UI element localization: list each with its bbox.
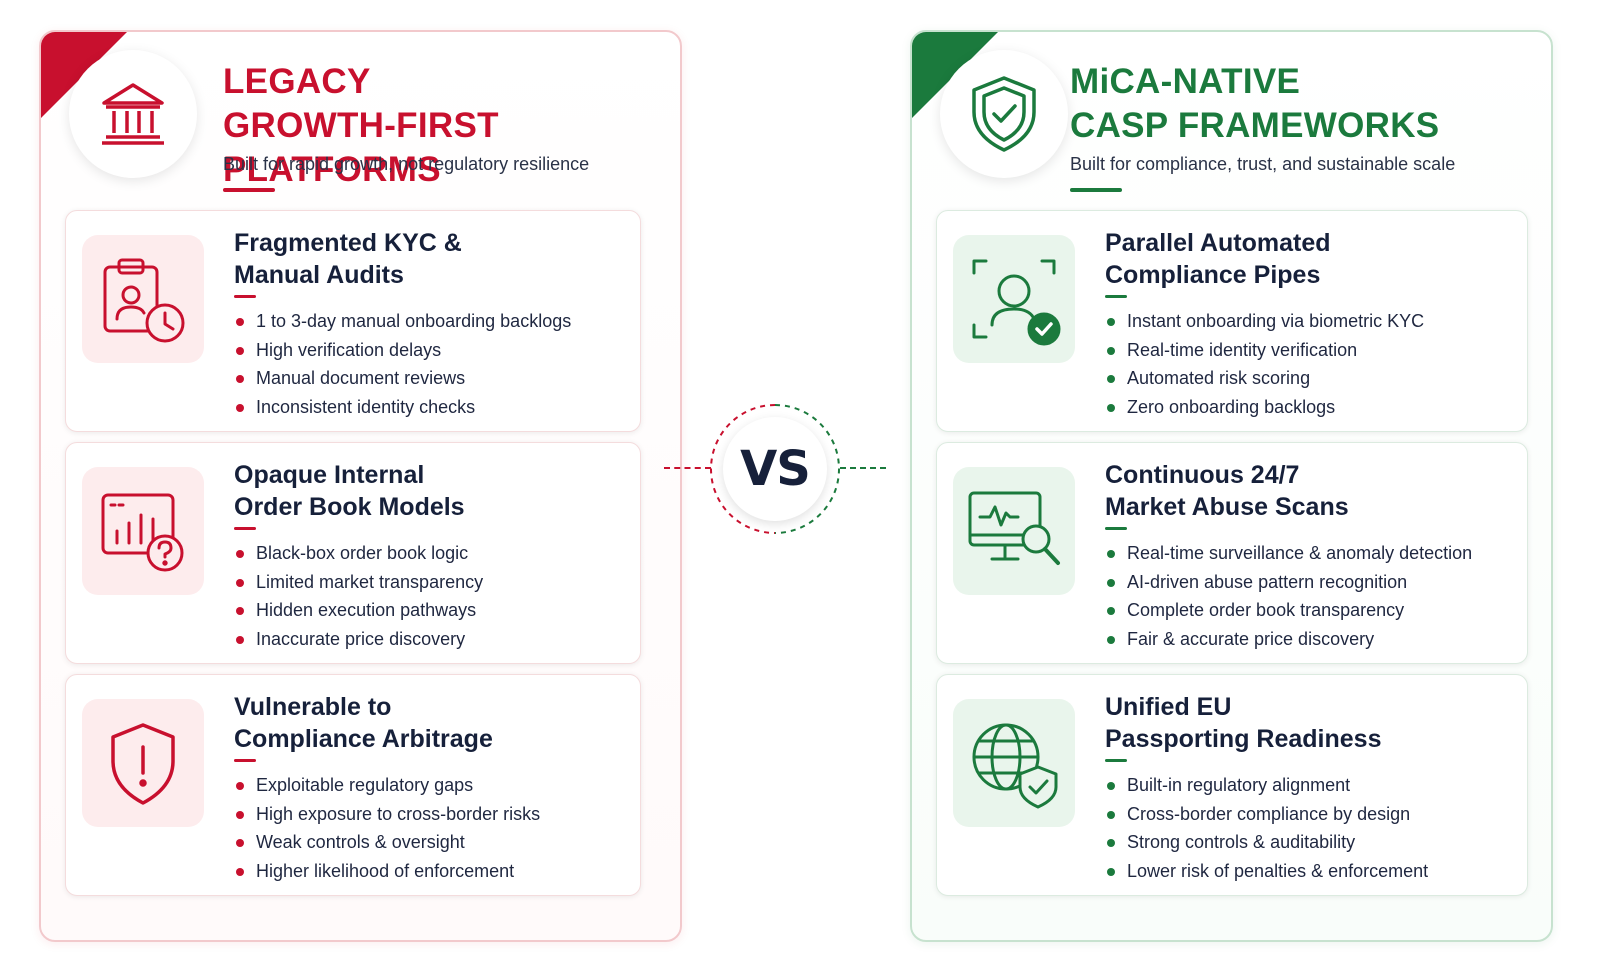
globe-shield-icon: [972, 723, 1058, 809]
card-title: Parallel Automated Compliance Pipes: [1105, 227, 1331, 291]
face-scan-check-icon: [972, 259, 1061, 346]
list-item: High exposure to cross-border risks: [234, 800, 540, 829]
bullet-list: Built-in regulatory alignment Cross-bord…: [1105, 771, 1428, 885]
list-item: Limited market transparency: [234, 568, 483, 597]
card-title: Unified EU Passporting Readiness: [1105, 691, 1381, 755]
list-item: Higher likelihood of enforcement: [234, 857, 540, 886]
card-title-line2: Compliance Pipes: [1105, 261, 1321, 289]
list-item: High verification delays: [234, 336, 571, 365]
feature-card-kyc: Fragmented KYC & Manual Audits 1 to 3-da…: [65, 210, 641, 432]
card-title-line1: Opaque Internal: [234, 461, 425, 489]
panel-title-line2: GROWTH-FIRST PLATFORMS: [223, 106, 499, 189]
title-underline: [223, 188, 275, 192]
list-item: Lower risk of penalties & enforcement: [1105, 857, 1428, 886]
bullet-list: Exploitable regulatory gaps High exposur…: [234, 771, 540, 885]
card-title: Opaque Internal Order Book Models: [234, 459, 465, 523]
card-title-line1: Vulnerable to: [234, 693, 392, 721]
list-item: Built-in regulatory alignment: [1105, 771, 1428, 800]
vs-label: VS: [740, 441, 811, 497]
list-item: Inaccurate price discovery: [234, 625, 483, 654]
connector-right: [840, 467, 886, 469]
legacy-panel: LEGACY GROWTH-FIRST PLATFORMS Built for …: [39, 30, 682, 942]
bank-building-icon: [102, 83, 164, 145]
list-item: Automated risk scoring: [1105, 364, 1424, 393]
feature-card-order-book: Opaque Internal Order Book Models Black-…: [65, 442, 641, 664]
card-title: Continuous 24/7 Market Abuse Scans: [1105, 459, 1349, 523]
header-icon-circle: [940, 50, 1068, 178]
card-title: Vulnerable to Compliance Arbitrage: [234, 691, 493, 755]
feature-card-passporting: Unified EU Passporting Readiness Built-i…: [936, 674, 1528, 896]
list-item: 1 to 3-day manual onboarding backlogs: [234, 307, 571, 336]
card-icon-box: [953, 467, 1075, 595]
panel-title: LEGACY GROWTH-FIRST PLATFORMS: [223, 60, 680, 192]
chart-question-icon: [101, 493, 184, 572]
feature-card-arbitrage: Vulnerable to Compliance Arbitrage Explo…: [65, 674, 641, 896]
monitor-search-icon: [968, 491, 1060, 565]
list-item: Cross-border compliance by design: [1105, 800, 1428, 829]
list-item: Real-time identity verification: [1105, 336, 1424, 365]
title-underline: [1070, 188, 1122, 192]
shield-check-icon: [972, 76, 1036, 152]
card-underline: [1105, 527, 1127, 530]
card-underline: [1105, 759, 1127, 762]
bullet-list: Real-time surveillance & anomaly detecti…: [1105, 539, 1472, 653]
card-title-line1: Parallel Automated: [1105, 229, 1331, 257]
panel-subtitle: Built for compliance, trust, and sustain…: [1070, 154, 1456, 174]
list-item: Zero onboarding backlogs: [1105, 393, 1424, 422]
vs-dashed-ring: [710, 404, 840, 534]
list-item: Real-time surveillance & anomaly detecti…: [1105, 539, 1472, 568]
card-icon-box: [82, 699, 204, 827]
vs-badge: VS: [709, 403, 841, 535]
panel-subtitle: Built for rapid growth, not regulatory r…: [223, 154, 590, 174]
list-item: Black-box order book logic: [234, 539, 483, 568]
bullet-list: Black-box order book logic Limited marke…: [234, 539, 483, 653]
card-title-line1: Fragmented KYC &: [234, 229, 462, 257]
card-icon-box: [953, 699, 1075, 827]
list-item: Instant onboarding via biometric KYC: [1105, 307, 1424, 336]
card-title-line2: Compliance Arbitrage: [234, 725, 493, 753]
bullet-list: 1 to 3-day manual onboarding backlogs Hi…: [234, 307, 571, 421]
feature-card-market-abuse: Continuous 24/7 Market Abuse Scans Real-…: [936, 442, 1528, 664]
card-icon-box: [953, 235, 1075, 363]
panel-title-line2: CASP FRAMEWORKS: [1070, 106, 1440, 145]
list-item: Complete order book transparency: [1105, 596, 1472, 625]
list-item: Weak controls & oversight: [234, 828, 540, 857]
list-item: AI-driven abuse pattern recognition: [1105, 568, 1472, 597]
card-title-line1: Unified EU: [1105, 693, 1232, 721]
panel-title-line1: LEGACY: [223, 62, 371, 101]
card-underline: [234, 759, 256, 762]
header-icon-circle: [69, 50, 197, 178]
list-item: Strong controls & auditability: [1105, 828, 1428, 857]
card-title-line2: Passporting Readiness: [1105, 725, 1382, 753]
list-item: Exploitable regulatory gaps: [234, 771, 540, 800]
bullet-list: Instant onboarding via biometric KYC Rea…: [1105, 307, 1424, 421]
card-underline: [1105, 295, 1127, 298]
card-title: Fragmented KYC & Manual Audits: [234, 227, 462, 291]
shield-alert-icon: [111, 723, 175, 805]
card-underline: [234, 295, 256, 298]
card-title-line2: Manual Audits: [234, 261, 404, 289]
panel-title: MiCA-NATIVE CASP FRAMEWORKS: [1070, 60, 1439, 148]
list-item: Fair & accurate price discovery: [1105, 625, 1472, 654]
card-title-line2: Order Book Models: [234, 493, 465, 521]
list-item: Manual document reviews: [234, 364, 571, 393]
feature-card-compliance-pipes: Parallel Automated Compliance Pipes Inst…: [936, 210, 1528, 432]
vs-circle: VS: [723, 417, 827, 521]
card-icon-box: [82, 235, 204, 363]
list-item: Inconsistent identity checks: [234, 393, 571, 422]
clipboard-user-clock-icon: [103, 258, 185, 343]
connector-left: [664, 467, 711, 469]
list-item: Hidden execution pathways: [234, 596, 483, 625]
card-icon-box: [82, 467, 204, 595]
mica-panel: MiCA-NATIVE CASP FRAMEWORKS Built for co…: [910, 30, 1553, 942]
card-underline: [234, 527, 256, 530]
card-title-line2: Market Abuse Scans: [1105, 493, 1349, 521]
panel-title-line1: MiCA-NATIVE: [1070, 62, 1301, 101]
card-title-line1: Continuous 24/7: [1105, 461, 1300, 489]
